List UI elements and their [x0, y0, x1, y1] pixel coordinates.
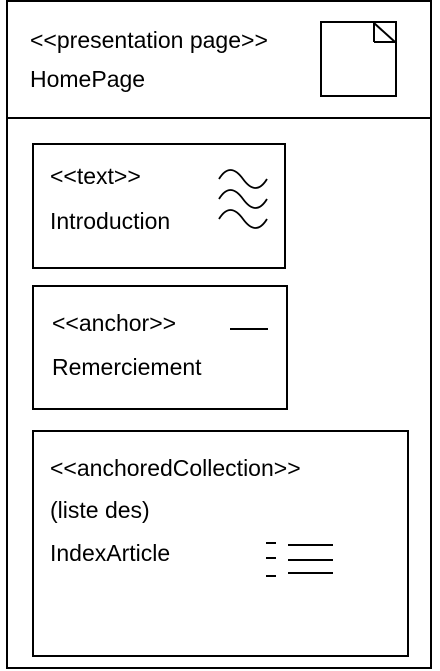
text-element: <<text>> Introduction [32, 143, 286, 269]
header-divider [8, 117, 430, 119]
anchor-stereotype: <<anchor>> [52, 310, 177, 336]
anchored-collection-element: <<anchoredCollection>> (liste des) Index… [32, 430, 409, 657]
collection-line2: (liste des) [50, 497, 150, 523]
list-icon [266, 542, 333, 577]
page-stereotype: <<presentation page>> [30, 27, 268, 53]
anchor-element: <<anchor>> Remerciement [32, 285, 288, 410]
text-stereotype: <<text>> [50, 163, 141, 189]
collection-name: IndexArticle [50, 540, 171, 566]
text-name: Introduction [50, 208, 171, 234]
anchor-underline-icon [230, 328, 268, 330]
page-icon [320, 21, 397, 97]
anchor-name: Remerciement [52, 354, 202, 380]
wavy-text-icon [218, 169, 268, 229]
presentation-page-frame: <<presentation page>> HomePage <<text>> … [6, 0, 432, 669]
collection-stereotype: <<anchoredCollection>> [50, 455, 301, 481]
page-name: HomePage [30, 66, 146, 92]
